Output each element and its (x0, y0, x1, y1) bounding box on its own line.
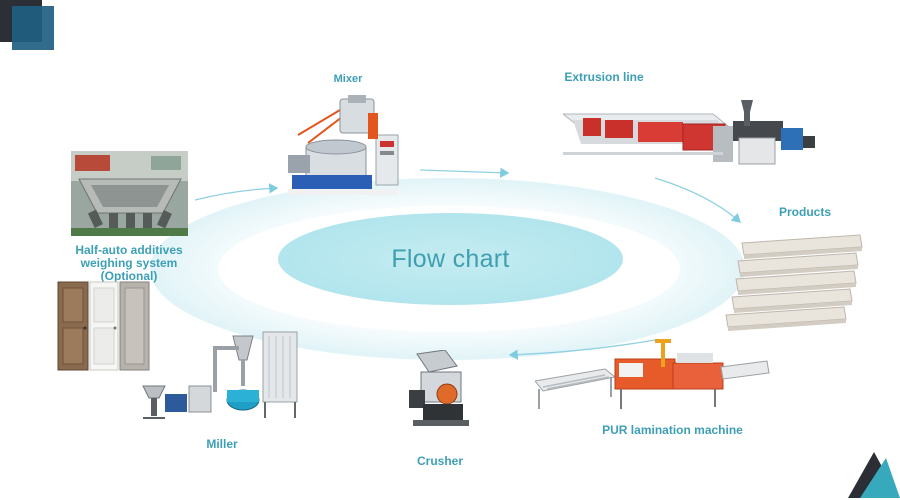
node-label-products: Products (778, 205, 831, 219)
lamination-machine-icon (535, 339, 770, 409)
mixer-machine-icon (288, 95, 399, 195)
arrow-lamination-to-crusher (508, 339, 656, 360)
arrow-weighing-to-mixer (194, 183, 279, 201)
node-label-mixer: Mixer (333, 73, 363, 85)
arrow-extrusion-to-products (654, 177, 741, 223)
corner-triangles-logo (848, 452, 900, 498)
miller-machine-icon (142, 331, 298, 419)
extrusion-line-icon (563, 100, 815, 165)
doors-icon (57, 281, 150, 371)
flow-chart-center: Flow chart (278, 213, 623, 305)
wpc-panels-icon (725, 234, 863, 331)
node-label-weighing-system: Half-auto additives weighing system (Opt… (75, 243, 183, 283)
flow-chart-title: Flow chart (391, 244, 510, 273)
node-label-crusher: Crusher (416, 454, 463, 468)
corner-decoration-blue (12, 6, 54, 50)
node-label-miller: Miller (206, 437, 238, 451)
node-label-extrusion-line: Extrusion line (564, 70, 644, 84)
crusher-machine-icon (409, 350, 469, 426)
node-label-pur-lamination: PUR lamination machine (602, 423, 743, 437)
weighing-system-icon (71, 151, 188, 236)
arrow-mixer-to-extrusion (419, 167, 510, 178)
